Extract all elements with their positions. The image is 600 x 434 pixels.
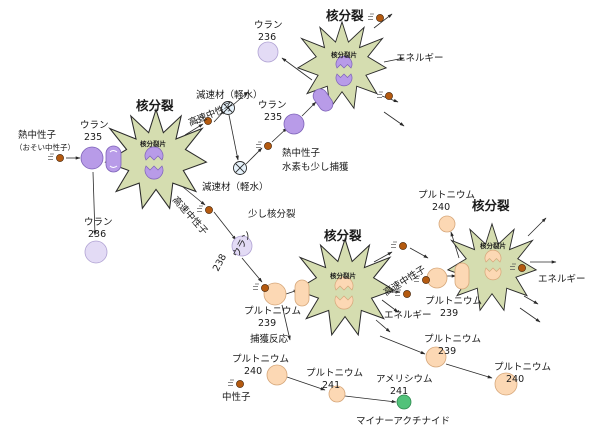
fragment-pair-right <box>484 249 502 281</box>
label-pu240-top: プルトニウム <box>418 190 475 201</box>
label-slow-neutron: （おそい中性子） <box>15 142 75 152</box>
label-pu240-left-num: 240 <box>244 366 262 377</box>
label-u235-b: ウラン <box>258 100 287 111</box>
neutron-thermal-1 <box>47 153 64 162</box>
label-neutron: 中性子 <box>222 391 251 403</box>
label-energy-top: エネルギー <box>396 53 444 64</box>
nucleus-u235-top-splitting <box>312 88 334 112</box>
label-pu239-c-num: 239 <box>438 346 456 357</box>
arrow-fast-neutron-up <box>184 123 204 136</box>
label-fragment-mid: 核分裂片 <box>330 271 356 280</box>
label-pu240-top-num: 240 <box>432 202 450 213</box>
nucleus-pu239-c <box>425 346 447 368</box>
label-fission-top: 核分裂 <box>326 8 364 23</box>
label-energy-right: エネルギー <box>538 274 586 285</box>
neutron-fast-3 <box>390 241 407 250</box>
neutron-top-out <box>367 13 384 22</box>
label-u236-left-num: 236 <box>88 229 106 240</box>
neutron-thermal-2 <box>255 141 272 150</box>
label-u236-top-num: 236 <box>258 32 276 43</box>
nucleus-pu240-left <box>266 364 288 386</box>
nucleus-u235-splitting <box>105 145 122 173</box>
label-pu240-left: プルトニウム <box>232 354 289 365</box>
label-pu239-c: プルトニウム <box>424 334 481 345</box>
nucleus-am241 <box>396 394 412 410</box>
label-moderator-2: 減速材（軽水） <box>202 181 269 193</box>
nucleus-u236-left <box>84 240 108 264</box>
label-u236-left: ウラン <box>84 217 113 228</box>
arrow-u235-to-u236 <box>92 171 97 236</box>
label-moderator-1: 減速材（軽水） <box>196 89 263 101</box>
label-pu241: プルトニウム <box>306 368 363 379</box>
label-small-fission: 少し核分裂 <box>248 208 296 220</box>
label-fission-1: 核分裂 <box>136 98 174 113</box>
nucleus-u236-top <box>257 41 279 63</box>
arrow-moderator-chain <box>228 114 239 161</box>
arrow-to-u236-top <box>281 57 313 81</box>
label-u235-b-num: 235 <box>264 112 282 123</box>
label-thermal-neutron: 熱中性子 <box>18 129 57 141</box>
label-pu239-b: プルトニウム <box>425 296 482 307</box>
neutron-top-out-2 <box>376 91 393 100</box>
nucleus-pu239-a <box>263 282 287 306</box>
label-am241: アメリシウム <box>376 374 433 385</box>
nucleus-pu241 <box>328 385 346 403</box>
nucleus-pu240-top <box>438 215 456 233</box>
neutron-fast-2 <box>196 205 213 214</box>
label-am241-num: 241 <box>390 386 408 397</box>
neutron-free <box>227 379 244 388</box>
label-fission-mid: 核分裂 <box>324 228 362 243</box>
nucleus-pu240-right <box>494 372 518 396</box>
label-capture-reaction: 捕獲反応 <box>250 333 289 345</box>
arrow-fast-neutron-down <box>182 186 206 206</box>
label-fragment-right: 核分裂片 <box>480 241 506 250</box>
fragment-pair-1 <box>144 146 164 180</box>
label-fast-neutron-2: 高速中性子 <box>170 194 211 238</box>
nucleus-pu239-b-splitting <box>454 262 470 290</box>
arrow-capture-reaction <box>281 304 291 341</box>
label-u235-a: ウラン <box>80 120 109 131</box>
label-minor-actinide: マイナーアクチナイド <box>356 416 450 427</box>
label-pu240-right: プルトニウム <box>494 362 551 373</box>
nucleus-pu239-splitting <box>294 279 310 307</box>
label-u235-a-num: 235 <box>84 132 102 143</box>
label-hydrogen-capture: 水素も少し捕獲 <box>282 161 349 173</box>
nucleus-u235-b <box>283 113 305 135</box>
label-u236-top: ウラン <box>254 20 283 31</box>
labels: 熱中性子 （おそい中性子） ウラン 235 核分裂 核分裂片 ウラン 236 核… <box>15 8 586 427</box>
label-energy-mid: エネルギー <box>384 310 432 321</box>
label-pu239-a-num: 239 <box>258 318 276 329</box>
label-pu239-a: プルトニウム <box>244 306 301 317</box>
fragment-pair-top <box>335 55 353 87</box>
label-fission-right: 核分裂 <box>472 198 510 213</box>
fragment-pair-mid <box>334 276 354 310</box>
label-fragment-top: 核分裂片 <box>331 50 357 59</box>
label-fragment-1: 核分裂片 <box>140 139 166 148</box>
nucleus-u235-a <box>80 146 104 170</box>
label-pu239-b-num: 239 <box>440 308 458 319</box>
neutron-pu239-in <box>252 283 269 292</box>
nucleus-pu239-b <box>426 267 448 289</box>
nucleus-u238 <box>231 235 253 257</box>
label-thermal-neutron-2: 熱中性子 <box>282 147 321 159</box>
label-pu241-num: 241 <box>322 380 340 391</box>
moderator-icon-2 <box>233 161 247 175</box>
label-pu240-right-num: 240 <box>506 374 524 385</box>
label-u238-num: 238 <box>211 252 229 273</box>
